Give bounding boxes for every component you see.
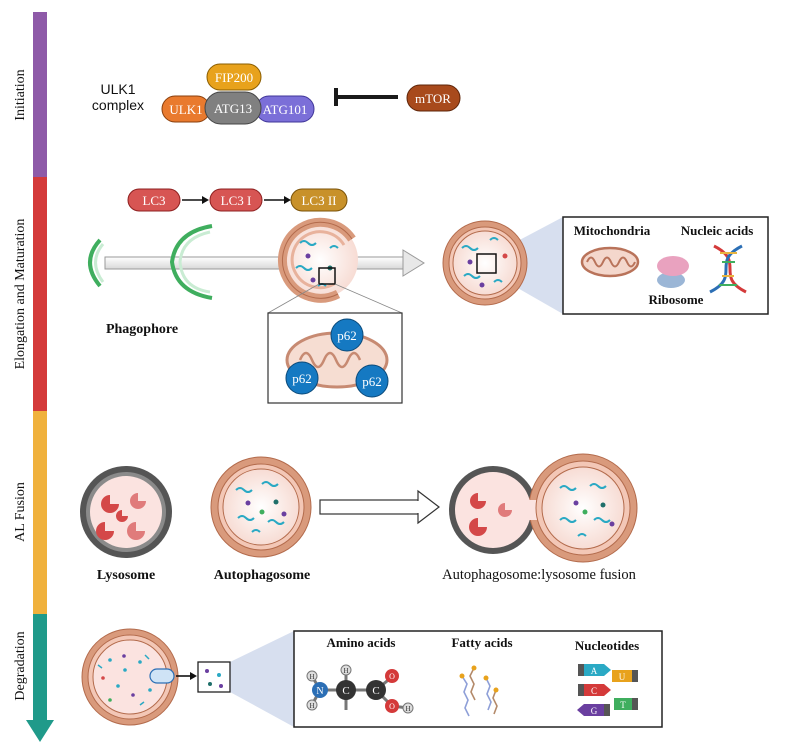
p62-label-c: p62 bbox=[362, 374, 382, 389]
forming-autophagosome bbox=[278, 217, 358, 303]
stage-label-degradation: Degradation bbox=[13, 631, 28, 700]
mitochondria-label: Mitochondria bbox=[574, 223, 651, 238]
products-inset: Amino acids Fatty acids Nucleotides H H … bbox=[293, 630, 663, 728]
nucleotide-u: U bbox=[619, 672, 626, 682]
nucleotides-label: Nucleotides bbox=[575, 638, 639, 653]
ribosome-icon bbox=[657, 256, 689, 288]
lc3-processing: LC3 LC3 I LC3 II bbox=[127, 188, 348, 212]
p62-label-a: p62 bbox=[337, 328, 357, 343]
lc3-i-pill bbox=[209, 188, 263, 212]
timeline-bar bbox=[26, 12, 54, 742]
phagophore-large-inner bbox=[178, 230, 211, 294]
atg13-label: ATG13 bbox=[214, 101, 252, 116]
fip200-label: FIP200 bbox=[215, 70, 253, 85]
p62-inset: p62 p62 p62 bbox=[267, 312, 403, 404]
zoom-line-1b bbox=[334, 283, 403, 314]
zoom-box-1 bbox=[318, 267, 336, 285]
carboxyl-carbon-atom: C bbox=[372, 685, 379, 697]
phagophore-label: Phagophore bbox=[106, 322, 178, 337]
phagophore-small-inner bbox=[94, 243, 105, 283]
amino-acid-molecule-icon: H H H H N C C O O bbox=[306, 664, 414, 714]
fusion-arrow bbox=[319, 489, 440, 525]
nucleic-acids-label: Nucleic acids bbox=[681, 223, 754, 238]
svg-text:H: H bbox=[309, 673, 314, 681]
nitrogen-atom: N bbox=[316, 686, 323, 697]
timeline-segment-initiation bbox=[33, 12, 47, 177]
phagophore-large bbox=[169, 224, 213, 300]
fip200-pill bbox=[206, 63, 262, 91]
metabolite-box bbox=[197, 661, 231, 693]
lc3-i-label: LC3 I bbox=[221, 193, 252, 208]
mtor-pill bbox=[406, 84, 461, 112]
zoom-box-2 bbox=[476, 253, 497, 274]
svg-text:H: H bbox=[343, 667, 348, 675]
zoom-cone-1 bbox=[495, 217, 563, 314]
nucleotide-a: A bbox=[591, 666, 598, 676]
stage-label-fusion: AL Fusion bbox=[13, 482, 28, 542]
ribosome-label: Ribosome bbox=[649, 292, 704, 307]
p62-label-b: p62 bbox=[292, 371, 312, 386]
alpha-carbon-atom: C bbox=[342, 685, 349, 697]
lc3-ii-pill bbox=[290, 188, 348, 212]
p62-circle-a bbox=[330, 318, 364, 352]
autophagosome bbox=[210, 456, 312, 558]
timeline-segment-fusion bbox=[33, 411, 47, 614]
timeline-segment-degradation bbox=[33, 614, 47, 722]
lc3-arrow-1-head bbox=[202, 196, 209, 204]
complete-autophagosome bbox=[442, 220, 528, 306]
svg-text:H: H bbox=[309, 702, 314, 710]
ulk1-complex-label-line2: complex bbox=[92, 97, 144, 113]
fatty-acids-label: Fatty acids bbox=[451, 635, 512, 650]
p62-circle-c bbox=[355, 364, 389, 398]
lysosome-enzymes bbox=[96, 493, 146, 540]
zoom-cone-2 bbox=[230, 631, 294, 727]
lc3-label: LC3 bbox=[142, 193, 165, 208]
svg-text:O: O bbox=[389, 672, 395, 681]
elongation-arrow bbox=[104, 249, 425, 277]
ulk1-complex-group: ULK1 complex FIP200 ULK1 ATG101 ATG13 mT… bbox=[92, 63, 461, 125]
nucleotides-icon: A U C G T bbox=[577, 664, 638, 716]
autolysosome-fusion bbox=[449, 453, 638, 563]
efflux-transporter bbox=[149, 668, 175, 684]
nucleotide-t: T bbox=[620, 700, 626, 710]
timeline-arrow-head bbox=[26, 720, 54, 742]
degrading-autolysosome bbox=[81, 628, 179, 726]
efflux-arrow-head bbox=[190, 672, 197, 680]
zoom-line-1a bbox=[267, 283, 320, 314]
stage-label-initiation: Initiation bbox=[13, 69, 28, 120]
nucleotide-g: G bbox=[591, 706, 598, 716]
fusion-enzymes bbox=[469, 493, 512, 536]
svg-text:O: O bbox=[389, 702, 395, 711]
nucleotide-c: C bbox=[591, 686, 597, 696]
atg101-label: ATG101 bbox=[263, 102, 308, 117]
lc3-ii-label: LC3 II bbox=[301, 193, 336, 208]
ulk1-complex-label-line1: ULK1 bbox=[100, 81, 135, 97]
lysosome-label: Lysosome bbox=[97, 568, 155, 583]
fusion-label: Autophagosome:lysosome fusion bbox=[442, 567, 636, 583]
lysosome bbox=[80, 466, 172, 558]
amino-acids-label: Amino acids bbox=[327, 635, 396, 650]
mtor-label: mTOR bbox=[415, 91, 451, 106]
phagophore-small bbox=[88, 238, 102, 288]
autophagosome-label: Autophagosome bbox=[214, 568, 310, 583]
degraded-fragments bbox=[97, 654, 152, 706]
svg-text:H: H bbox=[405, 705, 410, 713]
dna-helix-icon bbox=[709, 244, 747, 294]
stage-label-elongation: Elongation and Maturation bbox=[13, 219, 28, 370]
lc3-pill bbox=[127, 188, 181, 212]
ulk1-label: ULK1 bbox=[169, 102, 202, 117]
p62-circle-b bbox=[285, 361, 319, 395]
atg13-pill bbox=[204, 91, 262, 125]
lc3-arrow-2-head bbox=[284, 196, 291, 204]
timeline-segment-elongation bbox=[33, 177, 47, 411]
cargo-inset: Mitochondria Nucleic acids Ribosome bbox=[562, 216, 769, 315]
fatty-acid-chains-icon bbox=[459, 665, 499, 717]
